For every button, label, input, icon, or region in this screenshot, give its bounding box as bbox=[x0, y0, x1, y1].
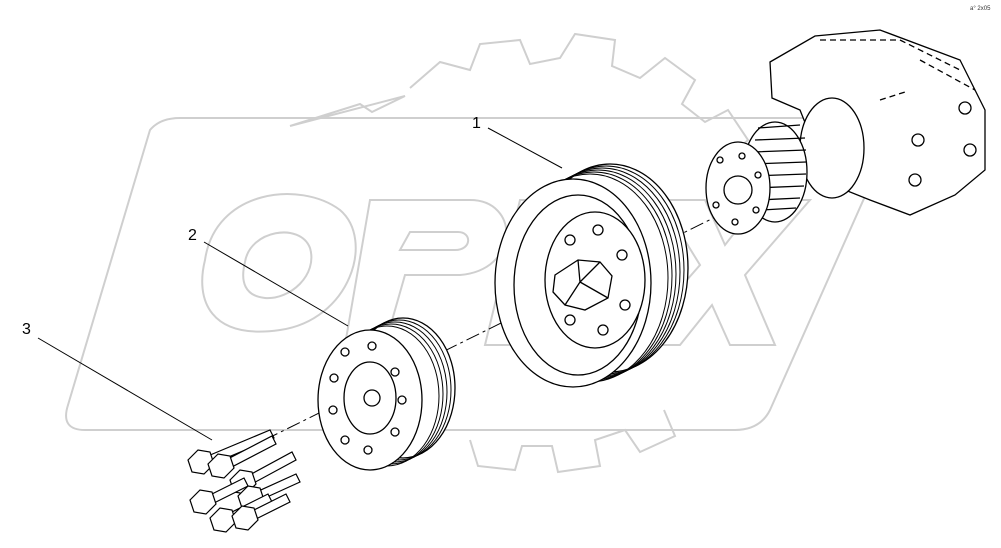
housing-bolt-hole bbox=[958, 101, 972, 115]
callout-label-2: 2 bbox=[188, 227, 197, 244]
watermark-rounded-frame bbox=[65, 117, 892, 431]
housing-body bbox=[769, 29, 986, 216]
leader-lines bbox=[37, 127, 563, 441]
housing-bolt-hole bbox=[908, 173, 922, 187]
housing-bolt-hole bbox=[963, 143, 977, 157]
watermark-gear-outline bbox=[289, 32, 750, 161]
housing-hidden-edge bbox=[820, 39, 976, 101]
sheet-tag: a° 2x05 bbox=[970, 6, 991, 12]
watermark-gear-bottom bbox=[469, 409, 677, 474]
bolt bbox=[189, 477, 249, 515]
damper-bolt-hole bbox=[340, 435, 350, 445]
flange-bolt-hole bbox=[738, 152, 746, 160]
gear-teeth bbox=[751, 124, 807, 211]
pulley-bolt-hole bbox=[564, 234, 576, 246]
flange-bolt-hole bbox=[731, 218, 739, 226]
flange-bolt-hole bbox=[754, 171, 762, 179]
leader-line-1 bbox=[487, 127, 563, 169]
damper-center-hole bbox=[363, 389, 381, 407]
pulley-bolt-hole bbox=[592, 224, 604, 236]
bolts bbox=[187, 429, 301, 533]
flange-bolt-hole bbox=[712, 201, 720, 209]
leader-line-3 bbox=[37, 337, 213, 441]
damper-bolt-hole bbox=[363, 445, 373, 455]
crankshaft-pulley bbox=[494, 163, 689, 388]
flange-bolt-hole bbox=[716, 156, 724, 164]
watermark-letter-p bbox=[343, 199, 508, 346]
damper-bolt-hole bbox=[340, 347, 350, 357]
flange-hub bbox=[723, 175, 753, 205]
damper-bolt-hole bbox=[390, 367, 400, 377]
damper-bolt-hole bbox=[397, 395, 407, 405]
bolt bbox=[207, 435, 277, 479]
callout-label-1: 1 bbox=[472, 115, 481, 132]
damper-bolt-hole bbox=[390, 427, 400, 437]
pulley-bolt-hole bbox=[619, 299, 631, 311]
watermark-logo bbox=[65, 32, 892, 474]
housing-bolt-hole bbox=[911, 133, 925, 147]
pulley-bolt-hole bbox=[597, 324, 609, 336]
watermark-letter-o bbox=[201, 193, 357, 333]
pulley-hex-edge bbox=[564, 259, 609, 306]
callout-label-3: 3 bbox=[22, 321, 31, 338]
damper-bolt-hole bbox=[329, 373, 339, 383]
pulley-bolt-hole bbox=[564, 314, 576, 326]
pulley-bolt-hole bbox=[616, 249, 628, 261]
shaft-collar bbox=[799, 97, 865, 199]
damper-bolt-hole bbox=[328, 405, 338, 415]
damper-bolt-hole bbox=[367, 341, 377, 351]
vibration-damper bbox=[317, 317, 456, 471]
flange-bolt-hole bbox=[752, 206, 760, 214]
damper-hub bbox=[343, 361, 397, 435]
bolt bbox=[231, 493, 291, 531]
crankshaft-housing bbox=[705, 29, 986, 235]
leader-line-2 bbox=[203, 241, 349, 327]
